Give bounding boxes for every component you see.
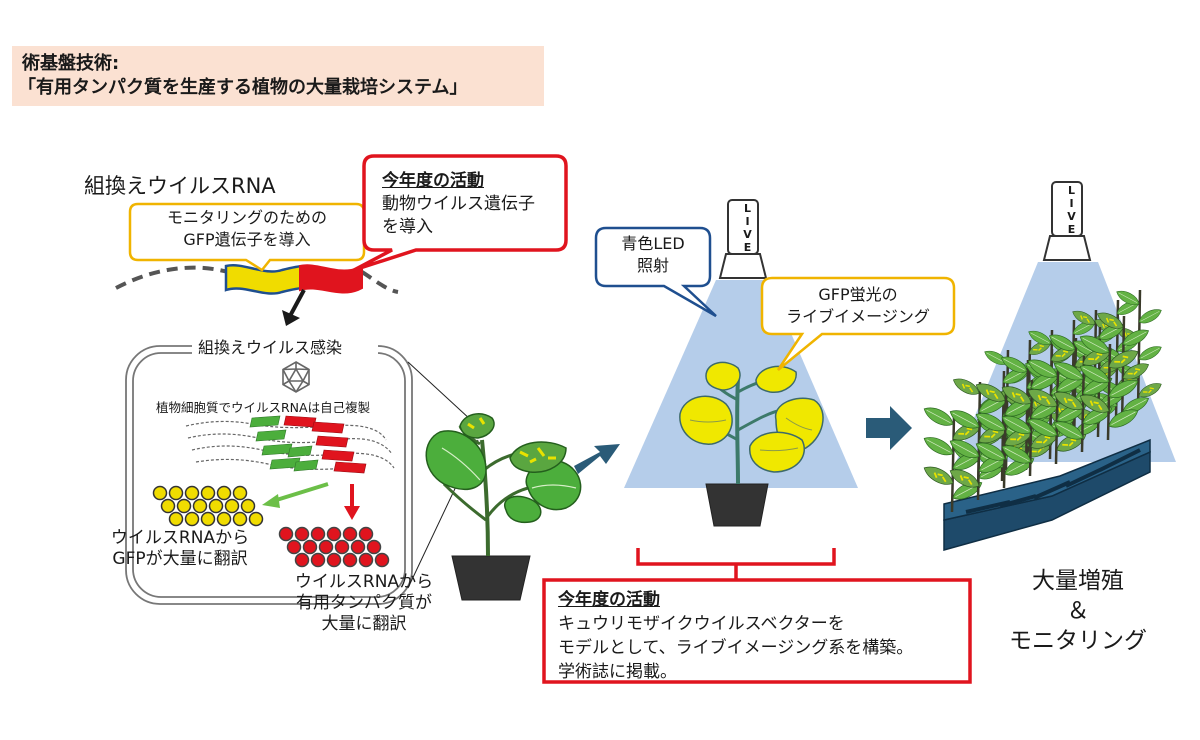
live-camera-2-label: LIVE: [1065, 184, 1078, 236]
recombinant-virus-rna-label: 組換えウイルスRNA: [84, 174, 276, 198]
animal-virus-gene-segment: [299, 264, 363, 294]
gfp-callout-text: モニタリングのための GFP遺伝子を導入: [130, 207, 364, 251]
activity1-callout-shape: [353, 154, 568, 272]
process-arrow-2: [866, 406, 912, 450]
gfp-translation-arrow-shaft: [269, 482, 329, 504]
result-text: 大量増殖 ＆ モニタリング: [980, 566, 1176, 656]
gfp-live-callout-shape: [760, 276, 956, 371]
infection-arrow-head: [282, 310, 300, 326]
crop-plant: [920, 402, 986, 513]
activity2-text: 今年度の活動 キュウリモザイクウイルスベクターを モデルとして、ライブイメージン…: [558, 588, 913, 684]
activity2-box-shape: [542, 578, 972, 684]
activity1-heading: 今年度の活動: [382, 171, 484, 191]
protein-translation-line-1: ウイルスRNAから: [294, 572, 434, 592]
virus-particle-icon: [282, 361, 310, 393]
protein-translation-line-2: 有用タンパク質が: [296, 593, 432, 613]
rna-strand-left: [115, 265, 229, 290]
blue-led-text: 青色LED 照射: [596, 233, 710, 277]
crop-plant: [1113, 287, 1165, 411]
activity2-heading: 今年度の活動: [558, 590, 660, 610]
activity2-line-2: モデルとして、ライブイメージング系を構築。: [558, 638, 914, 658]
infection-title: 組換えウイルス感染: [198, 338, 343, 357]
crop-plant: [1076, 330, 1142, 441]
gfp-live-line-2: ライブイメージング: [786, 307, 930, 326]
gfp-callout-line-2: GFP遺伝子を導入: [183, 230, 311, 249]
gfp-protein-dots: [152, 485, 264, 527]
gfp-live-line-1: GFP蛍光の: [818, 285, 898, 304]
rna-red-segments: [283, 415, 367, 474]
crop-plant: [972, 378, 1038, 489]
blue-led-callout-shape: [594, 226, 717, 318]
result-line-2: ＆: [1066, 598, 1090, 624]
activity1-line-1: 動物ウイルス遺伝子: [382, 194, 535, 214]
infected-plant-illustration: [425, 413, 582, 601]
replication-text: 植物細胞質でウイルスRNAは自己複製: [156, 400, 371, 415]
process-arrow-1: [574, 444, 620, 474]
protein-translation-text: ウイルスRNAから 有用タンパク質が 大量に翻訳: [272, 572, 456, 635]
infection-arrow-shaft: [288, 289, 306, 317]
live-camera-2: [1042, 181, 1092, 261]
title-line-1: 術基盤技術:: [22, 53, 120, 74]
live-camera-1-label: LIVE: [741, 202, 754, 254]
plant-tray-illustration: [943, 438, 1151, 551]
crop-plant: [1024, 354, 1090, 465]
crop-plant: [997, 352, 1057, 471]
activity2-line-1: キュウリモザイクウイルスベクターを: [558, 614, 845, 634]
protein-translation-line-3: 大量に翻訳: [321, 614, 407, 634]
result-line-3: モニタリング: [1009, 628, 1147, 654]
gfp-callout-line-1: モニタリングのための: [166, 208, 327, 227]
gfp-translation-text: ウイルスRNAから GFPが大量に翻訳: [96, 528, 264, 570]
activity2-line-3: 学術誌に掲載。: [558, 662, 677, 682]
gfp-gene-segment: [224, 264, 306, 295]
crop-plant: [1093, 307, 1153, 427]
cell-title-mask: [192, 332, 378, 358]
rna-green-segments: [249, 415, 319, 472]
result-line-1: 大量増殖: [1032, 568, 1124, 594]
blue-led-line-2: 照射: [636, 256, 669, 275]
protein-translation-arrow-head: [344, 506, 360, 520]
activity2-bracket: [636, 548, 836, 582]
title-line-2: 「有用タンパク質を生産する植物の大量栽培システム」: [18, 77, 468, 98]
crop-plants: [920, 287, 1165, 513]
gfp-translation-line-1: ウイルスRNAから: [110, 528, 250, 548]
gfp-live-text: GFP蛍光の ライブイメージング: [762, 284, 954, 328]
blue-led-line-1: 青色LED: [621, 234, 685, 253]
gfp-translation-arrow-head: [262, 494, 280, 508]
title-banner: 術基盤技術: 「有用タンパク質を生産する植物の大量栽培システム」: [12, 46, 544, 106]
gfp-translation-line-2: GFPが大量に翻訳: [112, 549, 248, 569]
activity1-line-2: を導入: [382, 217, 433, 237]
activity1-callout-text: 今年度の活動 動物ウイルス遺伝子 を導入: [382, 170, 535, 239]
replicating-rna-strands: [185, 420, 395, 470]
useful-protein-dots: [278, 526, 390, 568]
fluorescent-plant-illustration: [679, 361, 824, 527]
rna-strand-right: [360, 270, 399, 294]
